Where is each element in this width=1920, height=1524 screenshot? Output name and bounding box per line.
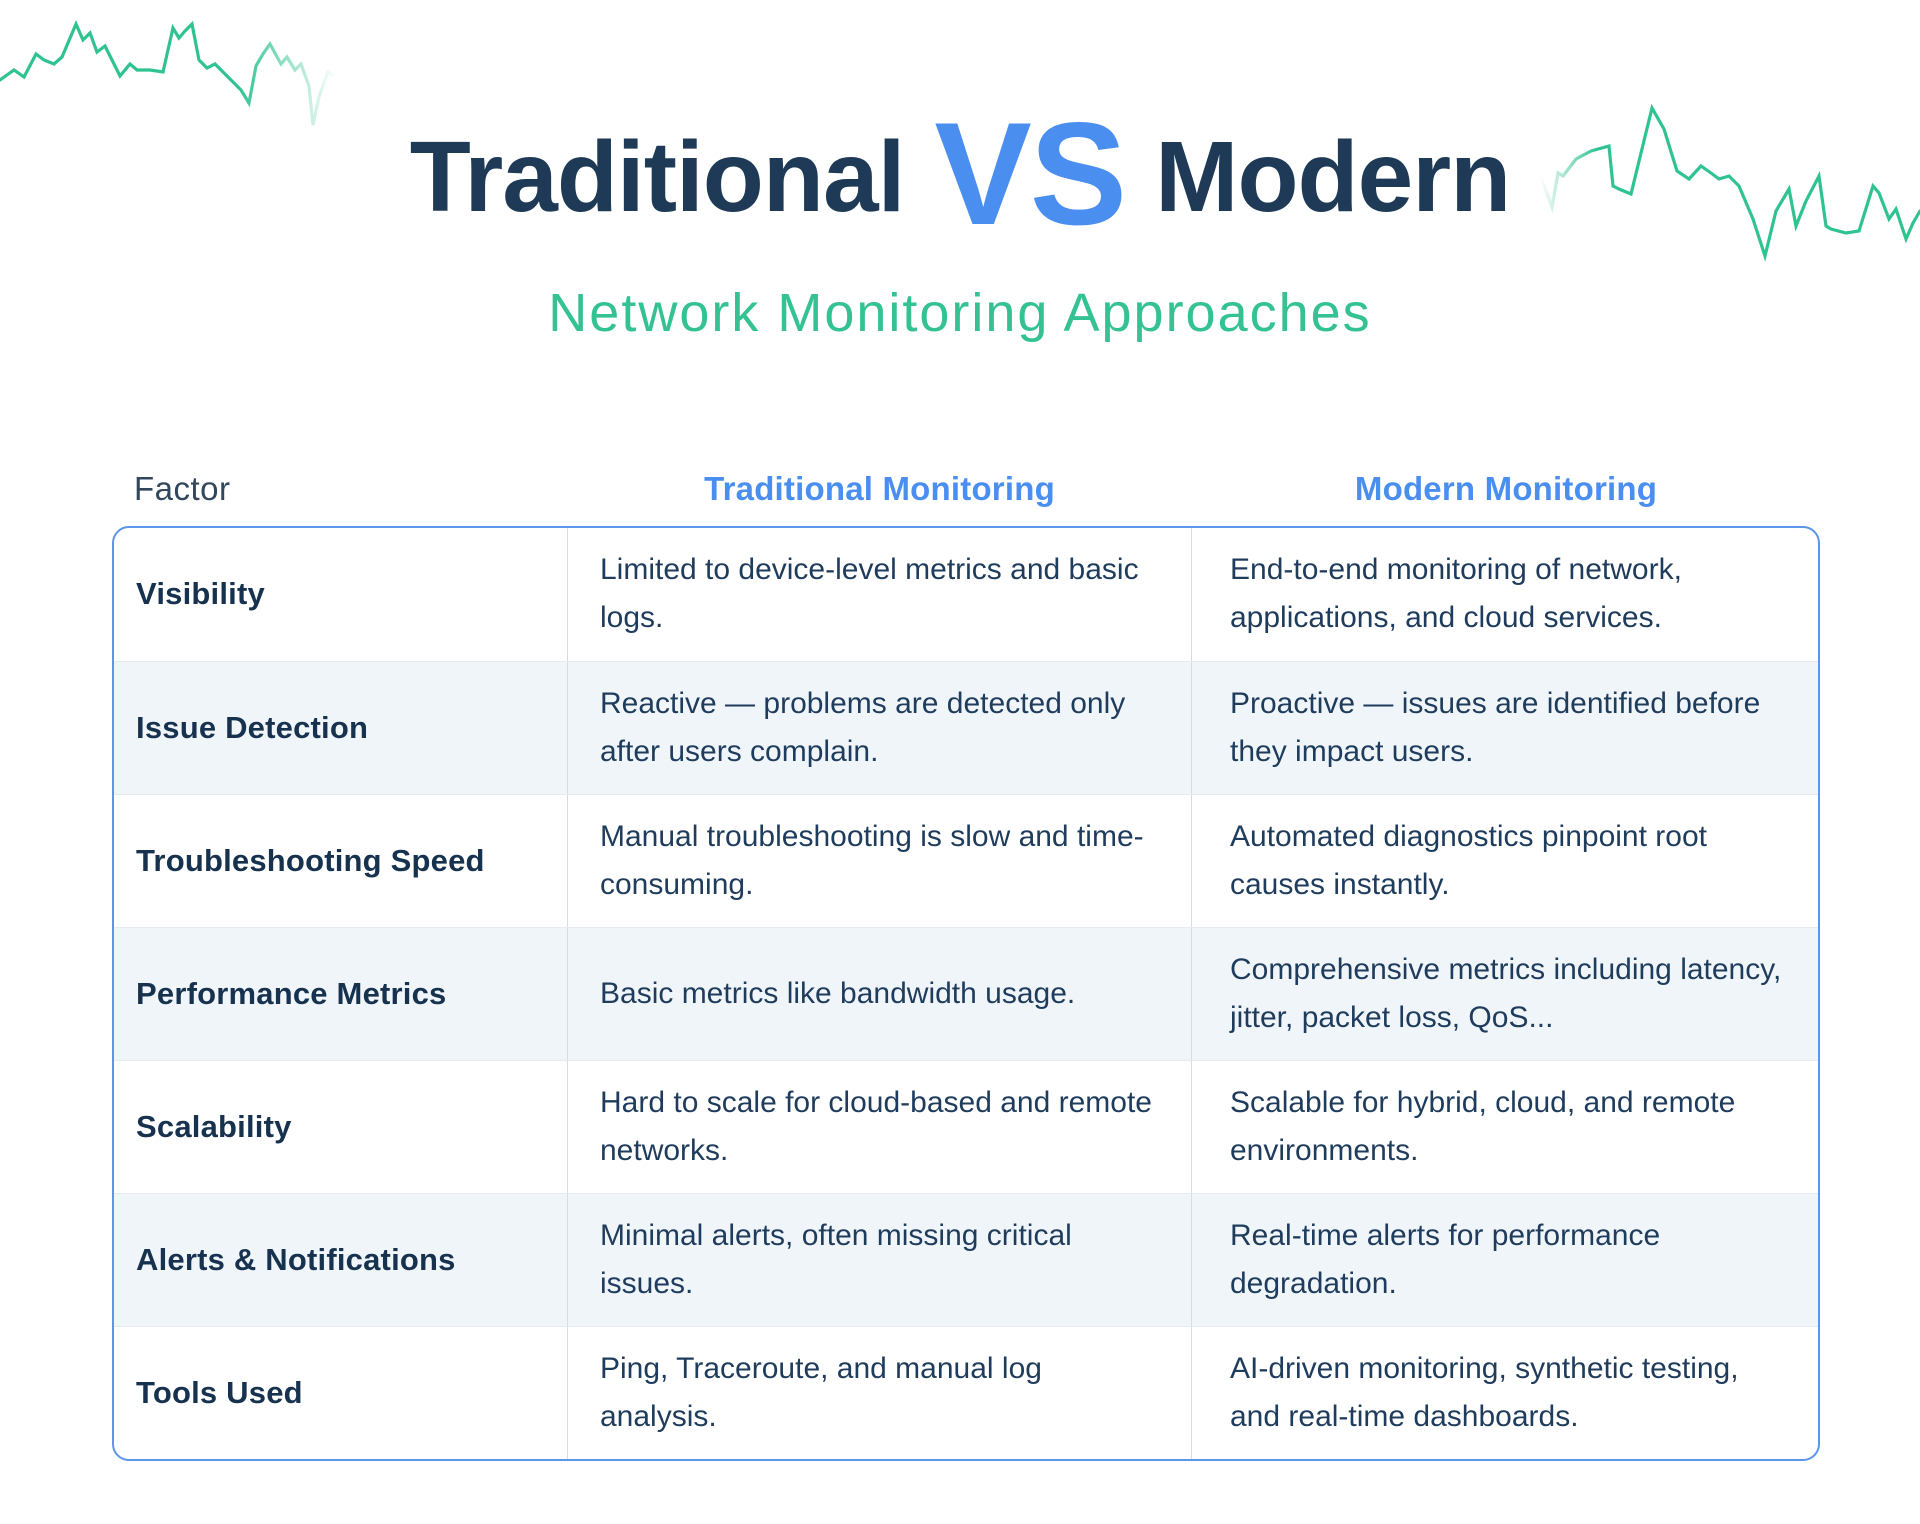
traditional-cell: Limited to device-level metrics and basi… bbox=[567, 527, 1191, 661]
modern-cell: Real-time alerts for performance degrada… bbox=[1191, 1193, 1818, 1326]
table-row: Troubleshooting Speed Manual troubleshoo… bbox=[114, 793, 1818, 927]
modern-cell: Scalable for hybrid, cloud, and remote e… bbox=[1191, 1060, 1818, 1193]
factor-cell: Tools Used bbox=[136, 1374, 303, 1410]
title-vs: VS bbox=[934, 92, 1127, 255]
column-header-modern: Modern Monitoring bbox=[1354, 469, 1658, 507]
traditional-cell: Manual troubleshooting is slow and time-… bbox=[567, 794, 1191, 927]
factor-cell: Visibility bbox=[136, 576, 265, 612]
factor-cell: Alerts & Notifications bbox=[136, 1241, 456, 1277]
table-row: Issue Detection Reactive — problems are … bbox=[114, 660, 1818, 794]
factor-cell: Issue Detection bbox=[136, 709, 369, 745]
title-traditional: Traditional bbox=[409, 121, 906, 233]
traditional-cell: Hard to scale for cloud-based and remote… bbox=[567, 1060, 1191, 1193]
sparkline-left-icon bbox=[0, 19, 340, 126]
page-subtitle: Network Monitoring Approaches bbox=[548, 283, 1372, 343]
title-modern: Modern bbox=[1155, 121, 1511, 233]
modern-cell: End-to-end monitoring of network, applic… bbox=[1191, 527, 1818, 661]
traditional-cell: Ping, Traceroute, and manual log analysi… bbox=[567, 1326, 1191, 1459]
modern-cell: Automated diagnostics pinpoint root caus… bbox=[1191, 794, 1818, 927]
factor-cell: Scalability bbox=[136, 1108, 292, 1144]
comparison-table: Visibility Limited to device-level metri… bbox=[112, 525, 1820, 1461]
factor-cell: Performance Metrics bbox=[136, 975, 447, 1011]
table-header-row: Factor Traditional Monitoring Modern Mon… bbox=[112, 470, 1820, 508]
comparison-table-area: Factor Traditional Monitoring Modern Mon… bbox=[112, 470, 1820, 1461]
table-row: Performance Metrics Basic metrics like b… bbox=[114, 926, 1818, 1060]
table-row: Tools Used Ping, Traceroute, and manual … bbox=[114, 1325, 1818, 1459]
modern-cell: AI-driven monitoring, synthetic testing,… bbox=[1191, 1326, 1818, 1459]
traditional-cell: Reactive — problems are detected only af… bbox=[567, 661, 1191, 794]
table-row: Visibility Limited to device-level metri… bbox=[114, 527, 1818, 661]
table-row: Alerts & Notifications Minimal alerts, o… bbox=[114, 1192, 1818, 1326]
column-header-traditional: Traditional Monitoring bbox=[704, 469, 1055, 507]
factor-cell: Troubleshooting Speed bbox=[136, 842, 485, 878]
page-title: Traditional VS Modern bbox=[0, 88, 1920, 247]
traditional-cell: Basic metrics like bandwidth usage. bbox=[567, 927, 1191, 1060]
traditional-cell: Minimal alerts, often missing critical i… bbox=[567, 1193, 1191, 1326]
modern-cell: Comprehensive metrics including latency,… bbox=[1191, 927, 1818, 1060]
table-row: Scalability Hard to scale for cloud-base… bbox=[114, 1059, 1818, 1193]
modern-cell: Proactive — issues are identified before… bbox=[1191, 661, 1818, 794]
sparkline-right-icon bbox=[1536, 103, 1920, 262]
column-header-factor: Factor bbox=[134, 469, 231, 507]
